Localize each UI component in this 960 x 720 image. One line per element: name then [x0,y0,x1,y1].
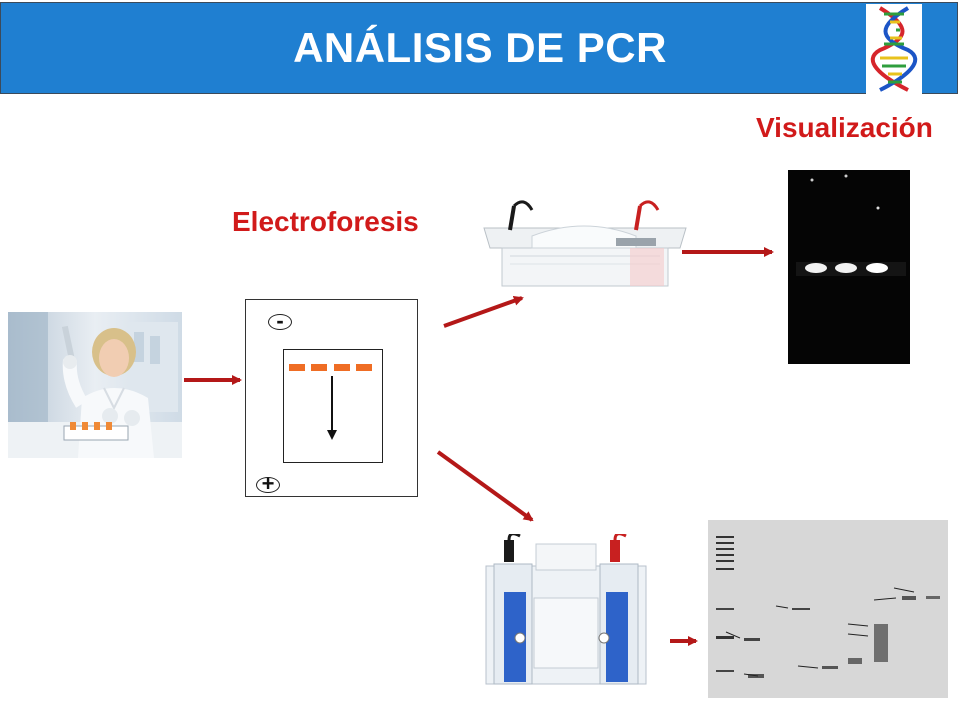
page-title: ANÁLISIS DE PCR [293,24,667,71]
arrow-diagram-to-horizontal [443,295,524,328]
gel-well [356,364,372,371]
agarose-gel-image [788,170,910,364]
electroforesis-label: Electroforesis [232,206,419,237]
horizontal-gel-tank [480,196,690,292]
gel-well [289,364,305,371]
gel-well [311,364,327,371]
title-banner [0,2,958,94]
positive-pole-label: + [256,473,280,495]
vertical-gel-tank [478,532,654,690]
gel-well [334,364,350,371]
lab-scientist-photo [8,312,182,458]
protein-gel-image [708,520,948,698]
negative-pole-label: - [268,310,292,332]
gel-schematic [283,349,383,463]
dna-helix-icon [866,4,922,94]
arrow-diagram-to-vertical [436,450,534,522]
visualizacion-label: Visualización [756,112,933,143]
